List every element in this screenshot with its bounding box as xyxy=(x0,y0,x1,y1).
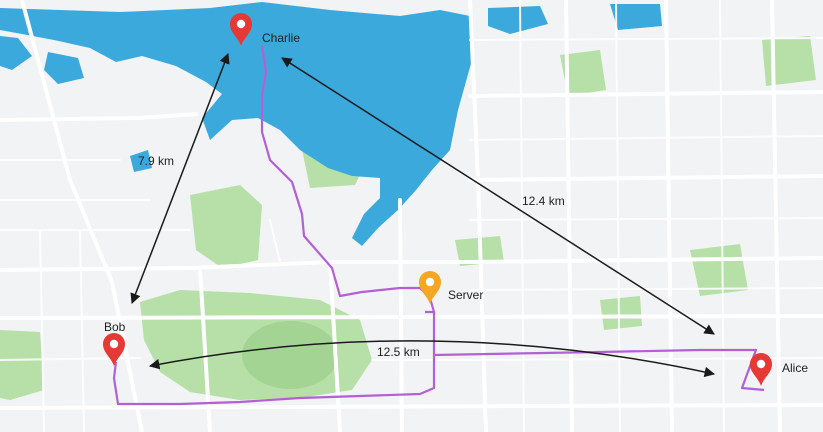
distance-label-bob-alice: 12.5 km xyxy=(377,345,420,359)
distance-arrow-bob-alice xyxy=(148,340,716,378)
distance-label-charlie-alice: 12.4 km xyxy=(522,194,565,208)
marker-alice[interactable]: Alice xyxy=(750,353,808,386)
distance-arrow-bob-charlie xyxy=(130,53,230,304)
distance-label-bob-charlie: 7.9 km xyxy=(138,154,174,168)
route-server-bob xyxy=(112,312,436,406)
marker-bob[interactable]: Bob xyxy=(103,320,126,366)
distance-arrows xyxy=(130,53,716,378)
marker-label: Bob xyxy=(104,320,126,334)
distance-arrow-charlie-alice xyxy=(281,57,715,335)
marker-charlie[interactable]: Charlie xyxy=(230,13,300,46)
marker-label: Charlie xyxy=(262,31,300,45)
marker-label: Alice xyxy=(782,361,808,375)
route-server-alice xyxy=(433,348,765,392)
marker-server[interactable]: Server xyxy=(419,271,483,304)
marker-label: Server xyxy=(448,288,483,302)
